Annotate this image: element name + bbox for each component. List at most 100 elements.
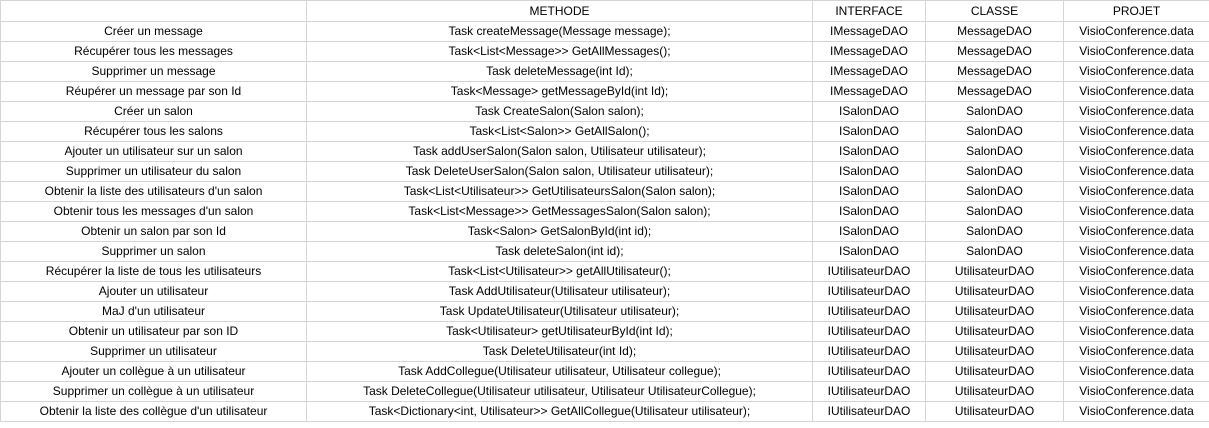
cell-interface[interactable]: IMessageDAO [812, 21, 926, 42]
cell-methode[interactable]: Task UpdateUtilisateur(Utilisateur utili… [306, 301, 813, 322]
cell-interface[interactable]: IMessageDAO [812, 61, 926, 82]
cell-classe[interactable]: SalonDAO [925, 121, 1064, 142]
cell-methode[interactable]: Task<List<Utilisateur>> GetUtilisateursS… [306, 181, 813, 202]
cell-projet[interactable]: VisioConference.data [1063, 241, 1209, 262]
cell-methode[interactable]: Task<List<Message>> GetAllMessages(); [306, 41, 813, 62]
cell-interface[interactable]: IUtilisateurDAO [812, 261, 926, 282]
cell-methode[interactable]: Task<Dictionary<int, Utilisateur>> GetAl… [306, 401, 813, 422]
cell-interface[interactable]: IUtilisateurDAO [812, 381, 926, 402]
cell-classe[interactable]: SalonDAO [925, 161, 1064, 182]
cell-description[interactable]: Obtenir la liste des utilisateurs d'un s… [0, 181, 307, 202]
cell-description[interactable]: Récupérer tous les salons [0, 121, 307, 142]
cell-methode[interactable]: Task<Message> getMessageById(int Id); [306, 81, 813, 102]
cell-methode[interactable]: Task<List<Salon>> GetAllSalon(); [306, 121, 813, 142]
cell-description[interactable]: Créer un message [0, 21, 307, 42]
cell-description[interactable]: Supprimer un salon [0, 241, 307, 262]
cell-classe[interactable]: UtilisateurDAO [925, 321, 1064, 342]
cell-projet[interactable]: VisioConference.data [1063, 341, 1209, 362]
cell-projet[interactable]: VisioConference.data [1063, 381, 1209, 402]
cell-classe[interactable]: MessageDAO [925, 21, 1064, 42]
cell-description[interactable]: Ajouter un collègue à un utilisateur [0, 361, 307, 382]
cell-projet[interactable]: VisioConference.data [1063, 261, 1209, 282]
cell-projet[interactable]: VisioConference.data [1063, 101, 1209, 122]
cell-methode[interactable]: Task AddCollegue(Utilisateur utilisateur… [306, 361, 813, 382]
cell-methode[interactable]: Task DeleteUtilisateur(int Id); [306, 341, 813, 362]
cell-interface[interactable]: ISalonDAO [812, 101, 926, 122]
cell-methode[interactable]: Task createMessage(Message message); [306, 21, 813, 42]
cell-classe[interactable]: UtilisateurDAO [925, 381, 1064, 402]
cell-interface[interactable]: ISalonDAO [812, 241, 926, 262]
cell-projet[interactable]: VisioConference.data [1063, 361, 1209, 382]
cell-interface[interactable]: IMessageDAO [812, 41, 926, 62]
cell-description[interactable]: Obtenir tous les messages d'un salon [0, 201, 307, 222]
cell-interface[interactable]: IUtilisateurDAO [812, 301, 926, 322]
cell-methode[interactable]: Task CreateSalon(Salon salon); [306, 101, 813, 122]
cell-interface[interactable]: IUtilisateurDAO [812, 341, 926, 362]
cell-classe[interactable]: UtilisateurDAO [925, 261, 1064, 282]
cell-interface[interactable]: ISalonDAO [812, 181, 926, 202]
cell-description[interactable]: Récupérer tous les messages [0, 41, 307, 62]
cell-projet[interactable]: VisioConference.data [1063, 401, 1209, 422]
cell-projet[interactable]: VisioConference.data [1063, 321, 1209, 342]
cell-classe[interactable]: SalonDAO [925, 181, 1064, 202]
cell-methode[interactable]: Task deleteSalon(int id); [306, 241, 813, 262]
cell-methode[interactable]: Task<Utilisateur> getUtilisateurById(int… [306, 321, 813, 342]
header-cell-description[interactable] [0, 0, 307, 22]
cell-description[interactable]: Supprimer un message [0, 61, 307, 82]
cell-methode[interactable]: Task AddUtilisateur(Utilisateur utilisat… [306, 281, 813, 302]
cell-classe[interactable]: UtilisateurDAO [925, 341, 1064, 362]
cell-description[interactable]: Ajouter un utilisateur sur un salon [0, 141, 307, 162]
cell-projet[interactable]: VisioConference.data [1063, 21, 1209, 42]
cell-description[interactable]: MaJ d'un utilisateur [0, 301, 307, 322]
cell-interface[interactable]: ISalonDAO [812, 141, 926, 162]
cell-methode[interactable]: Task<List<Utilisateur>> getAllUtilisateu… [306, 261, 813, 282]
cell-methode[interactable]: Task<List<Message>> GetMessagesSalon(Sal… [306, 201, 813, 222]
cell-interface[interactable]: ISalonDAO [812, 121, 926, 142]
cell-projet[interactable]: VisioConference.data [1063, 301, 1209, 322]
cell-interface[interactable]: ISalonDAO [812, 221, 926, 242]
header-cell-classe[interactable]: CLASSE [925, 0, 1064, 22]
cell-classe[interactable]: UtilisateurDAO [925, 301, 1064, 322]
cell-interface[interactable]: ISalonDAO [812, 201, 926, 222]
header-cell-methode[interactable]: METHODE [306, 0, 813, 22]
cell-description[interactable]: Obtenir un utilisateur par son ID [0, 321, 307, 342]
cell-methode[interactable]: Task DeleteUserSalon(Salon salon, Utilis… [306, 161, 813, 182]
cell-projet[interactable]: VisioConference.data [1063, 201, 1209, 222]
cell-methode[interactable]: Task<Salon> GetSalonById(int id); [306, 221, 813, 242]
cell-interface[interactable]: ISalonDAO [812, 161, 926, 182]
cell-projet[interactable]: VisioConference.data [1063, 41, 1209, 62]
cell-methode[interactable]: Task addUserSalon(Salon salon, Utilisate… [306, 141, 813, 162]
cell-projet[interactable]: VisioConference.data [1063, 221, 1209, 242]
cell-projet[interactable]: VisioConference.data [1063, 81, 1209, 102]
cell-description[interactable]: Supprimer un utilisateur [0, 341, 307, 362]
cell-projet[interactable]: VisioConference.data [1063, 161, 1209, 182]
cell-description[interactable]: Supprimer un utilisateur du salon [0, 161, 307, 182]
cell-classe[interactable]: SalonDAO [925, 101, 1064, 122]
cell-description[interactable]: Créer un salon [0, 101, 307, 122]
cell-description[interactable]: Récupérer la liste de tous les utilisate… [0, 261, 307, 282]
cell-projet[interactable]: VisioConference.data [1063, 121, 1209, 142]
cell-classe[interactable]: MessageDAO [925, 41, 1064, 62]
cell-classe[interactable]: UtilisateurDAO [925, 361, 1064, 382]
cell-classe[interactable]: SalonDAO [925, 241, 1064, 262]
cell-projet[interactable]: VisioConference.data [1063, 181, 1209, 202]
cell-classe[interactable]: UtilisateurDAO [925, 281, 1064, 302]
cell-interface[interactable]: IMessageDAO [812, 81, 926, 102]
cell-methode[interactable]: Task deleteMessage(int Id); [306, 61, 813, 82]
cell-description[interactable]: Ajouter un utilisateur [0, 281, 307, 302]
cell-classe[interactable]: SalonDAO [925, 141, 1064, 162]
cell-classe[interactable]: SalonDAO [925, 201, 1064, 222]
header-cell-projet[interactable]: PROJET [1063, 0, 1209, 22]
cell-projet[interactable]: VisioConference.data [1063, 281, 1209, 302]
cell-description[interactable]: Obtenir la liste des collègue d'un utili… [0, 401, 307, 422]
cell-classe[interactable]: UtilisateurDAO [925, 401, 1064, 422]
cell-classe[interactable]: MessageDAO [925, 61, 1064, 82]
cell-classe[interactable]: MessageDAO [925, 81, 1064, 102]
cell-projet[interactable]: VisioConference.data [1063, 61, 1209, 82]
cell-projet[interactable]: VisioConference.data [1063, 141, 1209, 162]
cell-interface[interactable]: IUtilisateurDAO [812, 401, 926, 422]
cell-description[interactable]: Obtenir un salon par son Id [0, 221, 307, 242]
header-cell-interface[interactable]: INTERFACE [812, 0, 926, 22]
cell-interface[interactable]: IUtilisateurDAO [812, 281, 926, 302]
cell-classe[interactable]: SalonDAO [925, 221, 1064, 242]
